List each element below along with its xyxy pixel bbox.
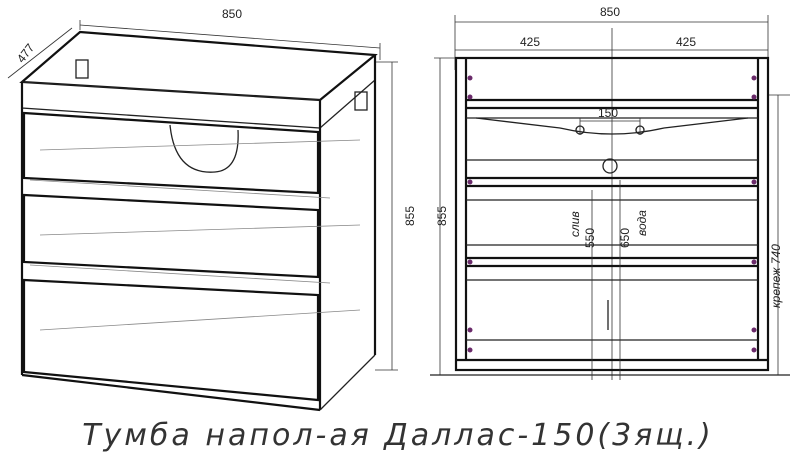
depth-dimension: 477 [14,41,38,66]
water-label: вода [635,210,649,236]
width-dimension: 850 [222,7,242,21]
left-half-dimension: 425 [520,35,540,49]
right-half-dimension: 425 [676,35,696,49]
drain-dimension: 550 [583,228,597,248]
water-dimension: 650 [618,228,632,248]
mount-dimension: крепеж 740 [769,244,783,308]
front-view: 850 425 425 855 крепеж 740 150 [430,5,790,380]
hole-spacing-dimension: 150 [598,106,618,120]
drain-label: слив [568,211,582,237]
isometric-cabinet-view: 850 477 855 [7,7,417,412]
front-width-dimension: 850 [600,5,620,19]
front-height-dimension: 855 [435,206,449,226]
height-dimension: 855 [403,206,417,226]
mount-marks [467,75,757,353]
drawing-caption: Тумба напол-ая Даллас-150(3ящ.) [82,418,714,453]
